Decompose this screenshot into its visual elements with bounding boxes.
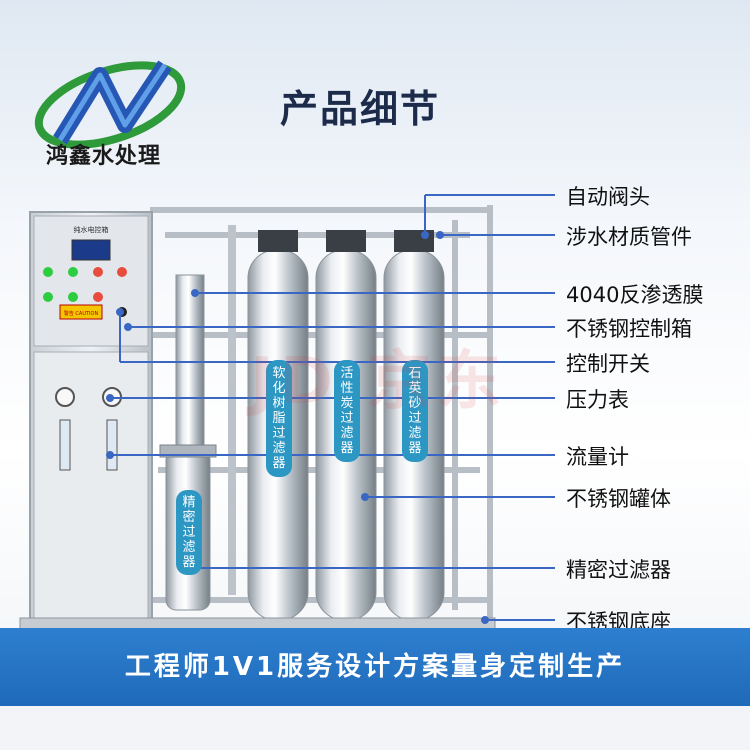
tank-softener-label: 软化树脂过滤器 xyxy=(266,360,292,477)
caution-label: 警告 CAUTION xyxy=(64,310,99,317)
tank-carbon-label: 活性炭过滤器 xyxy=(334,360,360,462)
brand-name: 鸿鑫水处理 xyxy=(46,143,162,169)
callout-ro-membrane: 4040反渗透膜 xyxy=(566,283,704,307)
service-banner-text: 工程师1V1服务设计方案量身定制生产 xyxy=(124,652,626,682)
callout-control-switch: 控制开关 xyxy=(566,352,650,376)
control-cabinet: 纯水电控箱 警告 CAUTION xyxy=(29,211,153,623)
watermark: JD 京东 xyxy=(250,345,508,419)
page-title: 产品细节 xyxy=(280,87,441,131)
service-banner: 工程师1V1服务设计方案量身定制生产 xyxy=(0,628,750,706)
tank-sand-label: 石英砂过滤器 xyxy=(402,360,428,462)
brand-logo xyxy=(34,60,186,149)
callout-precision-filter: 精密过滤器 xyxy=(566,558,671,582)
callout-pipe-fittings: 涉水材质管件 xyxy=(566,225,692,249)
panel-title: 纯水电控箱 xyxy=(74,225,109,234)
pipe xyxy=(228,225,236,595)
callout-flow-meter: 流量计 xyxy=(566,445,629,469)
callout-tank-body: 不锈钢罐体 xyxy=(566,487,671,511)
footer-strip xyxy=(0,706,750,750)
callout-pressure-gauge: 压力表 xyxy=(566,388,629,412)
callout-control-box: 不锈钢控制箱 xyxy=(566,317,692,341)
callout-auto-valve: 自动阀头 xyxy=(566,185,650,209)
precision-filter-label: 精密过滤器 xyxy=(176,490,202,575)
